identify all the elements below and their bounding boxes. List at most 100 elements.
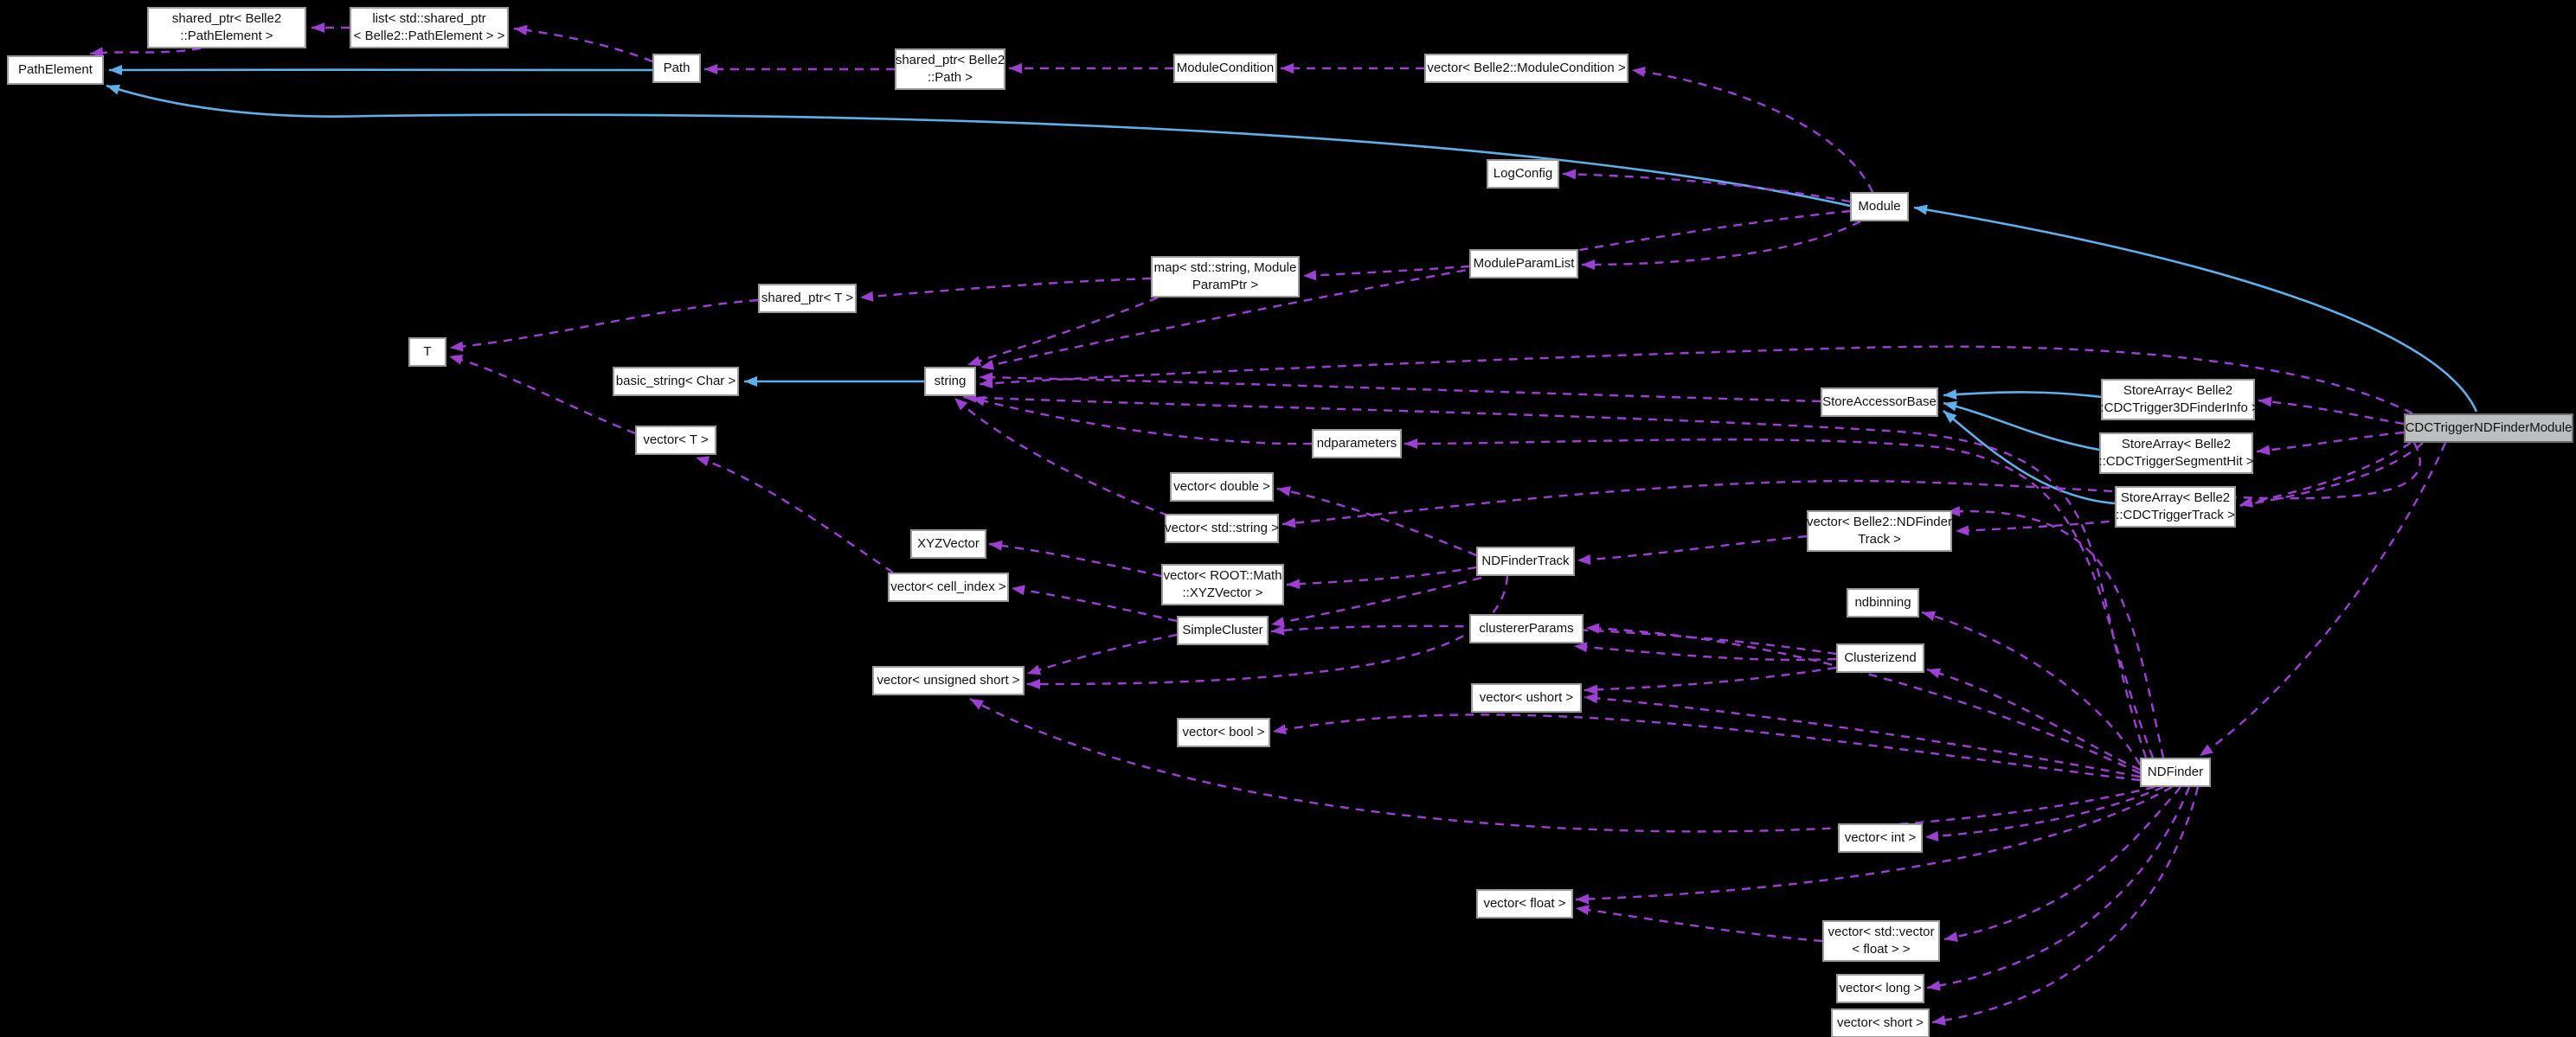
class-node-label: NDFinderTrack bbox=[1481, 554, 1570, 568]
class-node-sp-t[interactable]: shared_ptr< T > bbox=[758, 284, 857, 313]
edge-vec-cellindex-to-vec-t bbox=[695, 456, 894, 573]
class-node-vec-xyzvector[interactable]: vector< ROOT::Math::XYZVector > bbox=[1161, 564, 1284, 605]
edge-simplecluster-to-vec-cellindex bbox=[1011, 585, 1178, 623]
edge-cdctriggerndfindermodule-to-vec-stdstring bbox=[1282, 442, 2421, 528]
edge-module-to-pathelement bbox=[106, 84, 1851, 208]
class-node-label: vector< T > bbox=[643, 432, 709, 447]
edge-path-to-list-sp-pathelement bbox=[513, 24, 653, 63]
class-node-sp-path[interactable]: shared_ptr< Belle2::Path > bbox=[895, 48, 1005, 90]
class-node-vec-vec-float[interactable]: vector< std::vector< float > > bbox=[1822, 920, 1940, 962]
edge-module-to-string bbox=[980, 209, 1851, 370]
class-node-clustererparams[interactable]: clustererParams bbox=[1469, 614, 1584, 643]
edge-storeaccessorbase-to-string bbox=[979, 372, 1821, 403]
class-node-label: ModuleCondition bbox=[1176, 61, 1275, 75]
edge-ndfinder-to-ndparameters bbox=[1404, 438, 2155, 759]
edge-clusterizend-to-clustererparams bbox=[1573, 642, 1837, 662]
class-node-cdctriggerndfindermodule[interactable]: CDCTriggerNDFinderModule bbox=[2404, 413, 2573, 443]
class-node-label: shared_ptr< T > bbox=[761, 291, 854, 305]
class-node-pathelement[interactable]: PathElement bbox=[7, 55, 104, 85]
class-node-string[interactable]: string bbox=[924, 367, 976, 396]
edge-ndfinder-to-vec-vec-float bbox=[1943, 786, 2181, 942]
class-node-label: vector< Belle2::NDFinder bbox=[1807, 515, 1952, 529]
class-node-vec-modulecondition[interactable]: vector< Belle2::ModuleCondition > bbox=[1424, 54, 1628, 83]
edge-cdctriggerndfindermodule-to-sa-3dfinderinfo bbox=[2258, 396, 2405, 426]
class-node-vec-unsignedshort[interactable]: vector< unsigned short > bbox=[872, 666, 1025, 695]
class-node-label: < Belle2::PathElement > > bbox=[353, 29, 505, 43]
edge-vec-t-to-t bbox=[448, 355, 636, 435]
class-node-list-sp-pathelement[interactable]: list< std::shared_ptr< Belle2::PathEleme… bbox=[350, 7, 509, 48]
edge-ndfinder-to-vec-int bbox=[1924, 785, 2164, 842]
edge-cdctriggerndfindermodule-to-sa-segmenthit bbox=[2256, 431, 2405, 456]
class-node-label: vector< ushort > bbox=[1479, 690, 1574, 705]
class-node-simplecluster[interactable]: SimpleCluster bbox=[1177, 616, 1269, 645]
class-node-label: SimpleCluster bbox=[1182, 623, 1263, 637]
class-node-storeaccessorbase[interactable]: StoreAccessorBase bbox=[1821, 387, 1938, 417]
class-node-vec-t[interactable]: vector< T > bbox=[635, 426, 716, 455]
edge-ndfinder-to-vec-short bbox=[1931, 786, 2200, 1026]
edge-ndfindertrack-to-vec-unsignedshort bbox=[1026, 575, 1509, 690]
class-node-label: Track > bbox=[1858, 532, 1901, 547]
class-node-label: map< std::string, Module bbox=[1153, 260, 1297, 275]
class-node-label: T bbox=[423, 344, 432, 359]
class-node-clusterizend[interactable]: Clusterizend bbox=[1836, 643, 1924, 673]
class-node-sp-pathelement[interactable]: shared_ptr< Belle2::PathElement > bbox=[147, 7, 306, 48]
class-node-label: CDCTriggerNDFinderModule bbox=[2405, 420, 2573, 435]
edge-cdctriggerndfindermodule-to-ndfinder bbox=[2199, 442, 2447, 757]
edge-sp-t-to-t bbox=[449, 298, 759, 352]
class-node-vec-bool[interactable]: vector< bool > bbox=[1177, 718, 1270, 747]
edge-ndfinder-to-clusterizend bbox=[1926, 668, 2141, 771]
class-node-vec-short[interactable]: vector< short > bbox=[1831, 1008, 1930, 1037]
class-node-path[interactable]: Path bbox=[652, 54, 701, 83]
class-node-label: ::XYZVector > bbox=[1182, 586, 1263, 600]
class-node-label: vector< std::vector bbox=[1828, 925, 1935, 939]
class-node-label: vector< ROOT::Math bbox=[1163, 568, 1282, 583]
class-node-vec-float[interactable]: vector< float > bbox=[1476, 889, 1573, 919]
class-node-label: StoreArray< Belle2 bbox=[2123, 383, 2233, 398]
class-node-sa-3dfinderinfo[interactable]: StoreArray< Belle2::CDCTrigger3DFinderIn… bbox=[2097, 379, 2259, 420]
class-node-vec-long[interactable]: vector< long > bbox=[1836, 974, 1924, 1003]
class-node-vec-int[interactable]: vector< int > bbox=[1838, 823, 1923, 853]
class-node-label: basic_string< Char > bbox=[615, 374, 736, 388]
class-node-logconfig[interactable]: LogConfig bbox=[1487, 159, 1559, 189]
class-node-ndfinder[interactable]: NDFinder bbox=[2140, 758, 2211, 787]
class-node-label: StoreArray< Belle2 bbox=[2120, 490, 2231, 505]
class-node-ndfindertrack[interactable]: NDFinderTrack bbox=[1476, 547, 1575, 576]
class-node-vec-cellindex[interactable]: vector< cell_index > bbox=[888, 573, 1009, 602]
edge-sp-pathelement-to-pathelement bbox=[89, 47, 202, 58]
class-node-sa-segmenthit[interactable]: StoreArray< Belle2::CDCTriggerSegmentHit… bbox=[2098, 432, 2254, 474]
class-node-module[interactable]: Module bbox=[1850, 192, 1909, 221]
class-node-vec-ushort[interactable]: vector< ushort > bbox=[1471, 683, 1582, 713]
class-node-label: StoreAccessorBase bbox=[1822, 394, 1937, 409]
class-node-label: StoreArray< Belle2 bbox=[2121, 437, 2232, 451]
class-node-vec-double[interactable]: vector< double > bbox=[1170, 472, 1274, 502]
edge-vec-vec-float-to-vec-float bbox=[1575, 905, 1823, 943]
edge-moduleparamlist-to-map-moduleparamptr bbox=[1302, 265, 1470, 281]
class-node-label: PathElement bbox=[18, 62, 93, 77]
class-node-sa-track[interactable]: StoreArray< Belle2::CDCTriggerTrack > bbox=[2115, 486, 2236, 528]
class-node-label: vector< cell_index > bbox=[890, 579, 1006, 594]
class-node-modulecondition[interactable]: ModuleCondition bbox=[1173, 54, 1277, 83]
edge-ndfinder-to-ndbinning bbox=[1921, 611, 2142, 765]
class-node-basic-string[interactable]: basic_string< Char > bbox=[613, 367, 739, 396]
edge-ndfinder-to-vec-ndfindertrack bbox=[1946, 506, 2165, 759]
edge-vec-xyzvector-to-xyzvector bbox=[988, 540, 1162, 578]
class-node-label: vector< unsigned short > bbox=[877, 673, 1020, 688]
class-node-moduleparamlist[interactable]: ModuleParamList bbox=[1469, 249, 1578, 278]
class-node-label: NDFinder bbox=[2147, 765, 2204, 779]
class-node-vec-stdstring[interactable]: vector< std::string > bbox=[1165, 514, 1279, 543]
edge-module-to-logconfig bbox=[1562, 169, 1851, 203]
edge-ndfinder-to-string bbox=[962, 392, 2148, 759]
class-node-label: shared_ptr< Belle2 bbox=[171, 11, 282, 26]
class-node-label: vector< float > bbox=[1483, 896, 1566, 911]
edge-ndfinder-to-vec-unsignedshort bbox=[969, 697, 2155, 833]
class-node-label: XYZVector bbox=[917, 536, 980, 551]
class-node-ndbinning[interactable]: ndbinning bbox=[1847, 588, 1919, 618]
class-node-label: vector< short > bbox=[1836, 1015, 1924, 1030]
class-node-xyzvector[interactable]: XYZVector bbox=[910, 529, 986, 559]
class-node-ndparameters[interactable]: ndparameters bbox=[1312, 429, 1402, 458]
edge-cdctriggerndfindermodule-to-module bbox=[1913, 204, 2478, 413]
class-node-t[interactable]: T bbox=[408, 337, 446, 367]
class-node-label: ::CDCTrigger3DFinderInfo > bbox=[2097, 400, 2259, 415]
